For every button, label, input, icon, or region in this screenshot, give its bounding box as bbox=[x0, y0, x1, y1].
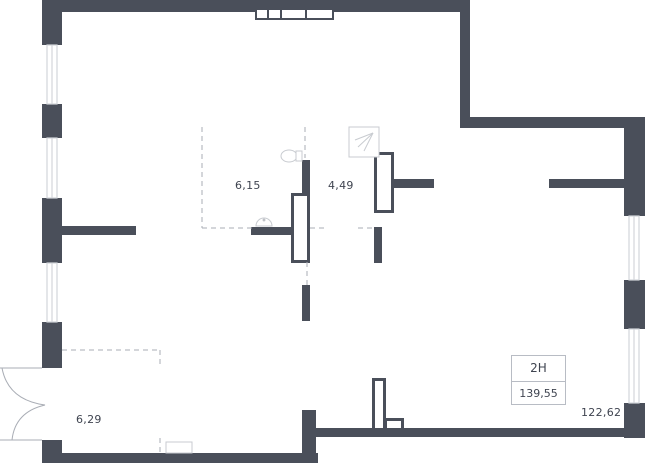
right-cluster-horizontal bbox=[374, 179, 434, 188]
step-wall bbox=[460, 117, 645, 128]
center-partition-horizontal bbox=[251, 227, 310, 235]
right-cluster-lower bbox=[374, 227, 382, 263]
upper-right-wall bbox=[460, 0, 470, 128]
toilet-icon bbox=[280, 149, 303, 163]
right-wall-segment bbox=[624, 280, 645, 329]
shaft-right bbox=[374, 152, 394, 213]
walls bbox=[42, 0, 645, 463]
unit-total-area: 139,55 bbox=[519, 387, 558, 400]
shaft-bottom-small bbox=[384, 418, 404, 431]
left-wall-segment bbox=[42, 198, 62, 263]
dashed-lines bbox=[62, 127, 374, 453]
right-partition bbox=[549, 179, 625, 188]
center-partition-top bbox=[302, 160, 310, 195]
top-wall bbox=[42, 0, 470, 12]
center-partition-lower bbox=[302, 285, 310, 321]
left-wall-segment bbox=[42, 322, 62, 368]
room-area-bathroom-2: 4,49 bbox=[328, 179, 354, 192]
room-area-bathroom-1: 6,15 bbox=[235, 179, 261, 192]
shaft-bottom bbox=[372, 378, 386, 431]
bottom-left-wall bbox=[42, 453, 318, 463]
bottom-post bbox=[302, 410, 316, 463]
room-area-main: 122,62 bbox=[581, 406, 622, 419]
sink-icon bbox=[255, 217, 273, 227]
bottom-right-wall bbox=[313, 428, 645, 437]
top-fixture bbox=[255, 8, 334, 20]
plumbing-fixtures bbox=[165, 126, 380, 454]
unit-badge: 2Н 139,55 bbox=[511, 355, 566, 405]
shower-icon bbox=[348, 126, 380, 158]
radiator-icon bbox=[165, 441, 193, 454]
shaft-center bbox=[291, 193, 310, 263]
unit-number: 2Н bbox=[512, 356, 565, 382]
room-area-entrance: 6,29 bbox=[76, 413, 102, 426]
left-partition bbox=[62, 226, 136, 235]
left-wall-segment bbox=[42, 104, 62, 138]
left-wall-segment bbox=[42, 0, 62, 45]
right-wall-segment bbox=[624, 117, 645, 216]
windows bbox=[46, 44, 640, 404]
shafts bbox=[291, 152, 404, 431]
door-icon bbox=[0, 367, 46, 441]
